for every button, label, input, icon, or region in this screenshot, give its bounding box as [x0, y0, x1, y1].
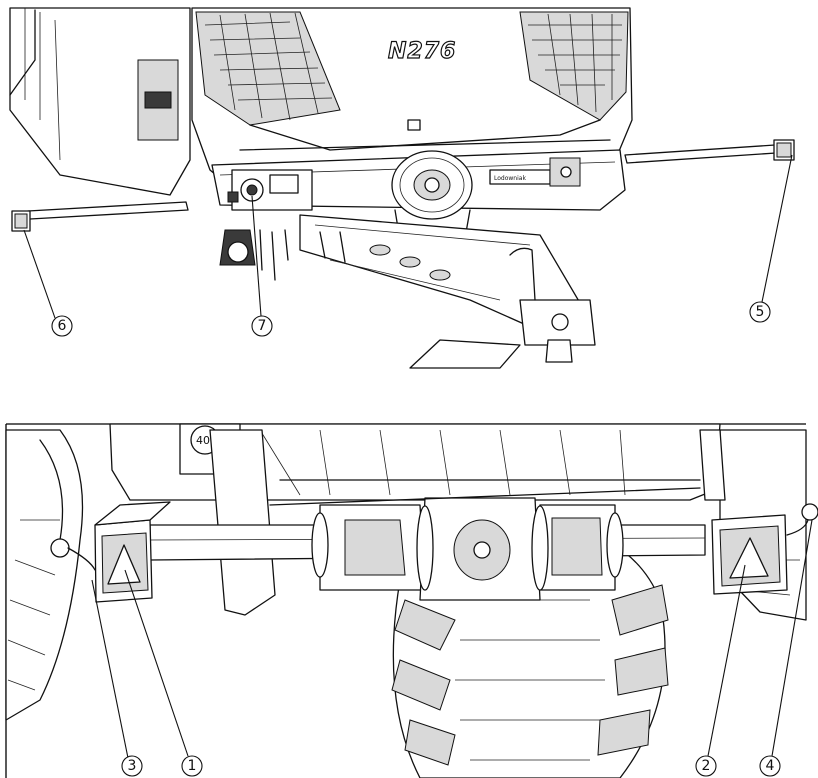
socket-panel	[227, 169, 313, 211]
model-label: N276	[388, 39, 456, 64]
top-panel: N276 Lodowniak	[9, 7, 795, 369]
callout-6: 6	[23, 229, 73, 337]
left-lamp	[50, 501, 171, 603]
callout-2: 2	[695, 564, 746, 777]
callout-1: 1	[124, 569, 203, 777]
upper-frame: 40	[109, 423, 726, 616]
left-tire	[5, 429, 84, 721]
callout-7: 7	[251, 195, 273, 337]
svg-text:6: 6	[58, 318, 67, 334]
badge-text: 40	[196, 434, 210, 447]
bottom-panel: 40	[5, 423, 818, 778]
svg-text:1: 1	[188, 758, 197, 774]
axle-assembly	[149, 487, 706, 601]
svg-text:Lodowniak: Lodowniak	[494, 175, 526, 182]
right-lamp	[711, 503, 818, 595]
callout-4: 4	[759, 519, 813, 777]
svg-text:2: 2	[702, 758, 711, 774]
callout-5: 5	[749, 154, 793, 323]
right-light-bar	[624, 139, 795, 164]
left-light-bar	[11, 201, 189, 232]
svg-text:4: 4	[766, 758, 775, 774]
left-housing	[9, 7, 191, 196]
svg-text:3: 3	[128, 758, 137, 774]
hopper-body: N276	[191, 7, 633, 211]
drawbar	[219, 214, 596, 369]
svg-text:7: 7	[258, 318, 267, 334]
nameplate: Lodowniak	[489, 157, 581, 187]
svg-text:5: 5	[756, 304, 765, 320]
drive-disc	[391, 150, 473, 241]
callout-3: 3	[91, 579, 143, 777]
